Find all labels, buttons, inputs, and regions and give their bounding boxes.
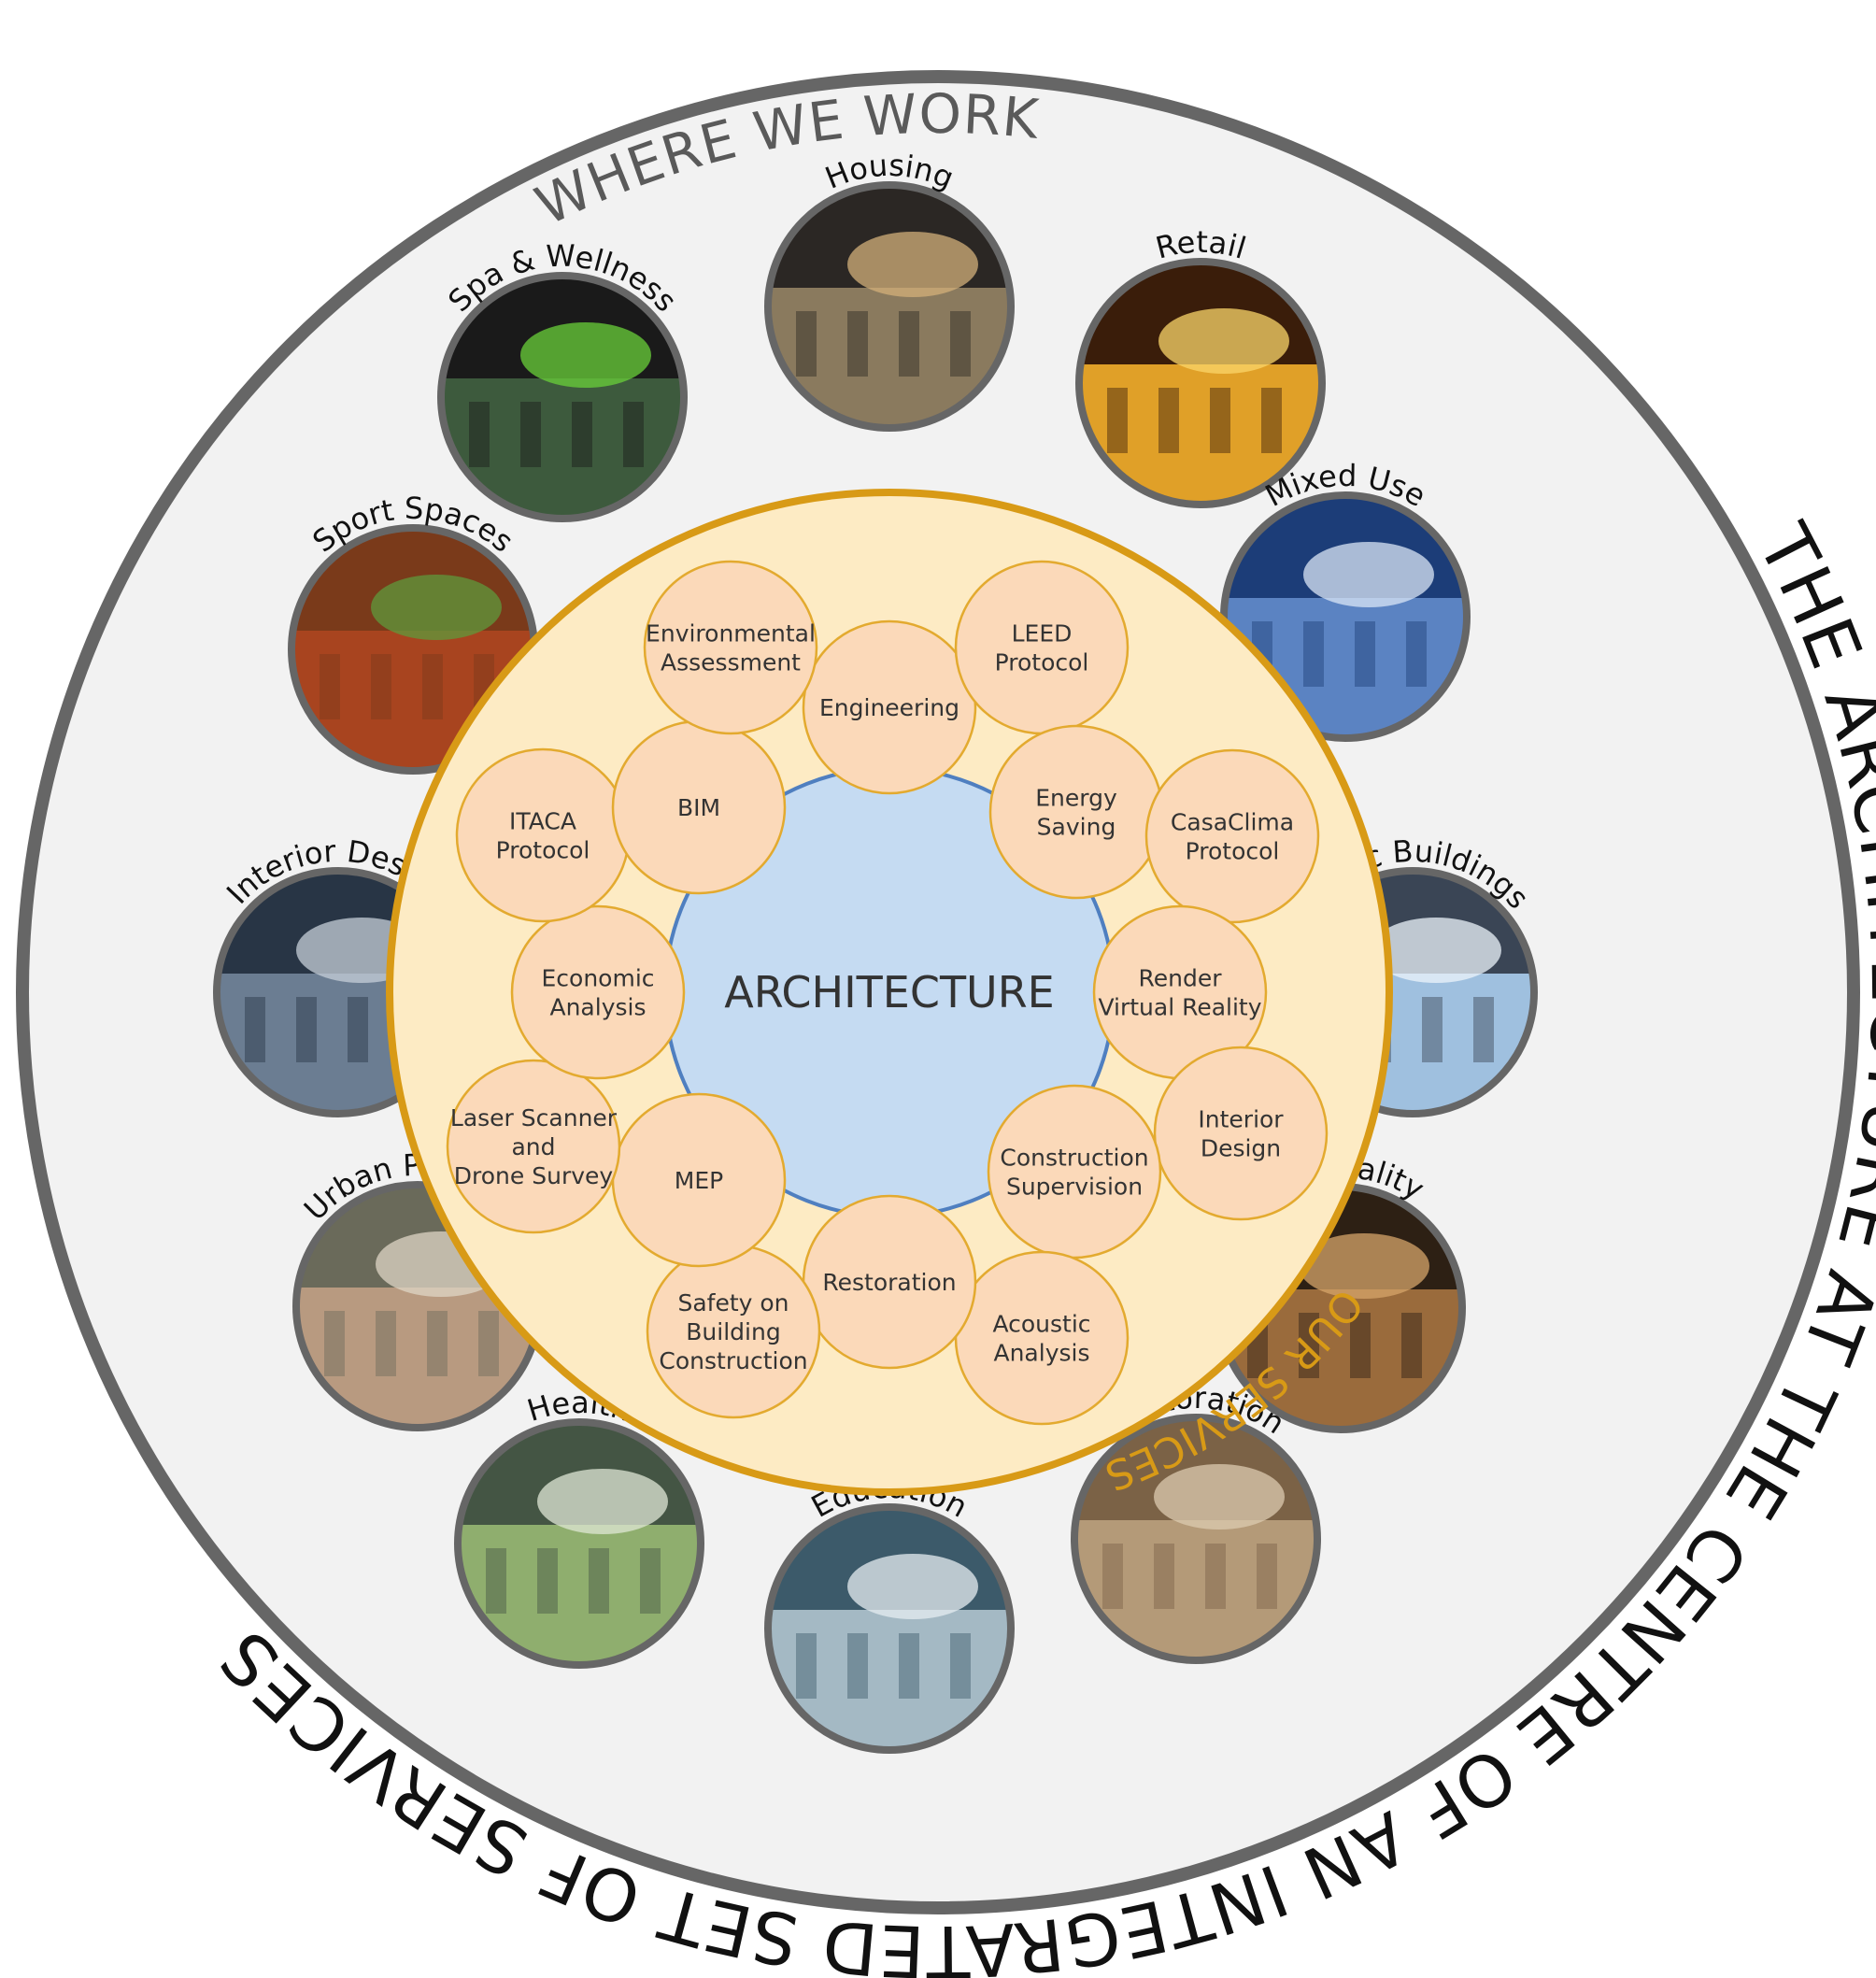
service-label: Construction [1000, 1145, 1148, 1172]
sector-spa-wellness: Spa & Wellness [437, 238, 688, 522]
service-label: Acoustic [992, 1311, 1090, 1338]
service-bubble: MEP [611, 1092, 787, 1268]
service-label: MEP [675, 1167, 723, 1194]
service-label: Supervision [1006, 1174, 1143, 1201]
service-label: Analysis [993, 1340, 1089, 1367]
service-label: Energy [1035, 785, 1117, 812]
service-label: Saving [1037, 814, 1116, 841]
service-label: and [511, 1133, 555, 1160]
sector-label: Retail [1152, 224, 1250, 266]
service-label: Render [1138, 965, 1222, 992]
service-label: Restoration [822, 1269, 956, 1296]
service-label: LEED [1012, 620, 1073, 647]
service-bubble: BIM [611, 719, 787, 895]
architecture-center-label: ARCHITECTURE [724, 967, 1055, 1017]
service-label: Laser Scanner [450, 1104, 618, 1131]
service-label: Construction [659, 1347, 807, 1374]
service-label: Virtual Reality [1098, 994, 1261, 1021]
service-label: BIM [677, 794, 720, 821]
service-label: Environmental [646, 620, 816, 647]
service-label: Protocol [496, 837, 590, 864]
service-label: Drone Survey [454, 1162, 614, 1189]
service-label: Engineering [819, 694, 959, 721]
service-bubble: Engineering [802, 619, 977, 795]
service-bubble: Restoration [802, 1194, 977, 1370]
service-label: CasaClima [1171, 809, 1294, 836]
spa-wellness-photo [441, 276, 684, 519]
service-label: Assessment [661, 649, 801, 676]
service-label: Design [1201, 1135, 1281, 1162]
service-label: Protocol [995, 649, 1089, 676]
service-label: Safety on [677, 1289, 789, 1316]
service-label: Analysis [549, 994, 646, 1021]
service-label: Economic [541, 965, 654, 992]
service-label: ITACA [509, 808, 576, 835]
service-label: Building [686, 1318, 780, 1345]
service-label: Interior [1198, 1106, 1284, 1133]
service-label: Protocol [1186, 838, 1280, 865]
